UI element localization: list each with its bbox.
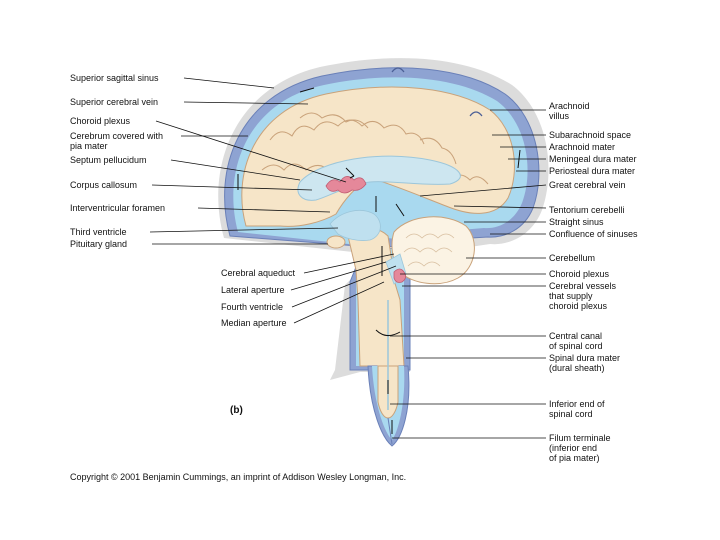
label-cerebral-vessels: Cerebral vessels that supply choroid ple…: [549, 281, 616, 311]
label-central-canal: Central canal of spinal cord: [549, 331, 603, 351]
label-cerebellum: Cerebellum: [549, 253, 595, 263]
label-septum-pellucidum: Septum pellucidum: [70, 155, 147, 165]
label-filum-terminale: Filum terminale (inferior end of pia mat…: [549, 433, 611, 463]
label-great-cerebral-vein: Great cerebral vein: [549, 180, 626, 190]
label-choroid-plexus: Choroid plexus: [70, 116, 130, 126]
label-lateral-aperture: Lateral aperture: [221, 285, 285, 295]
label-straight-sinus: Straight sinus: [549, 217, 604, 227]
pituitary-gland: [327, 236, 345, 248]
label-arachnoid-villus: Arachnoid villus: [549, 101, 590, 121]
label-inferior-end: Inferior end of spinal cord: [549, 399, 605, 419]
label-subarachnoid-space: Subarachnoid space: [549, 130, 631, 140]
label-cerebrum-pia: Cerebrum covered with pia mater: [70, 131, 163, 151]
label-median-aperture: Median aperture: [221, 318, 287, 328]
label-meningeal-dura: Meningeal dura mater: [549, 154, 637, 164]
label-pituitary-gland: Pituitary gland: [70, 239, 127, 249]
label-spinal-dura: Spinal dura mater (dural sheath): [549, 353, 620, 373]
label-superior-sagittal-sinus: Superior sagittal sinus: [70, 73, 159, 83]
label-choroid-plexus-2: Choroid plexus: [549, 269, 609, 279]
panel-label: (b): [230, 405, 243, 416]
label-fourth-ventricle: Fourth ventricle: [221, 302, 283, 312]
label-interventricular-foramen: Interventricular foramen: [70, 203, 165, 213]
label-superior-cerebral-vein: Superior cerebral vein: [70, 97, 158, 107]
label-confluence-sinuses: Confluence of sinuses: [549, 229, 638, 239]
label-periosteal-dura: Periosteal dura mater: [549, 166, 635, 176]
label-corpus-callosum: Corpus callosum: [70, 180, 137, 190]
label-arachnoid-mater: Arachnoid mater: [549, 142, 615, 152]
label-third-ventricle: Third ventricle: [70, 227, 127, 237]
copyright-text: Copyright © 2001 Benjamin Cummings, an i…: [70, 472, 406, 482]
label-cerebral-aqueduct: Cerebral aqueduct: [221, 268, 295, 278]
label-tentorium-cerebelli: Tentorium cerebelli: [549, 205, 625, 215]
